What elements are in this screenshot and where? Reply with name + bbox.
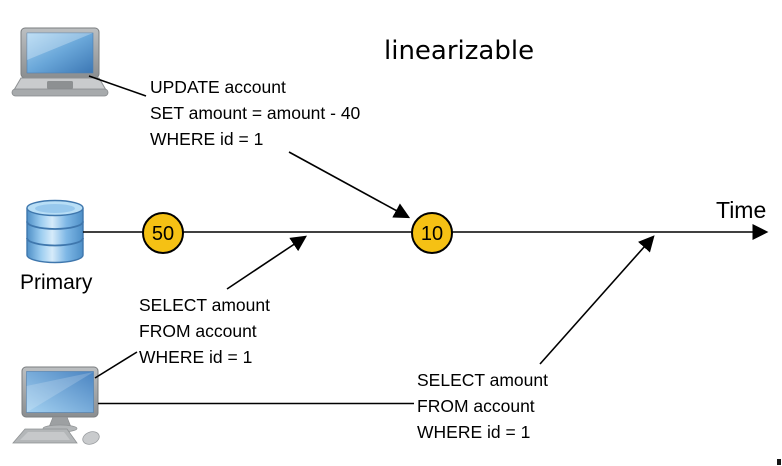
database-body — [26, 208, 84, 264]
event-value-50: 50 — [152, 223, 174, 245]
desktop-mouse — [82, 431, 100, 445]
update-query-line-2: SET amount = amount - 40 — [150, 103, 361, 123]
select2-query-line-2: FROM account — [417, 396, 535, 416]
update-query-text: UPDATE account SET amount = amount - 40 … — [150, 77, 361, 149]
select1-query-line-1: SELECT amount — [139, 295, 270, 315]
event-value-10: 10 — [421, 223, 443, 245]
laptop-display-gloss — [27, 33, 93, 60]
desktop-display — [26, 371, 94, 413]
select2-arrow — [539, 235, 655, 365]
select1-arrow — [226, 235, 307, 290]
laptop-base-bottom — [11, 88, 109, 97]
event-circle-50-shape — [142, 212, 184, 254]
desktop-to-select1-connector — [94, 351, 138, 379]
database-separator-1 — [26, 221, 84, 230]
update-query-line-1: UPDATE account — [150, 77, 286, 97]
laptop-to-update-connector — [88, 75, 147, 97]
select2-query-line-1: SELECT amount — [417, 370, 548, 390]
desktop-computer-icon — [12, 366, 100, 445]
update-arrow — [288, 151, 411, 219]
time-axis-label: Time — [716, 197, 766, 223]
event-circle-10-shape — [411, 212, 453, 254]
database-separator-2 — [26, 237, 84, 247]
desktop-display-gloss — [26, 372, 94, 413]
database-top-inner — [35, 204, 75, 213]
corner-artifact — [777, 459, 781, 465]
select1-query-text: SELECT amount FROM account WHERE id = 1 — [139, 295, 270, 367]
diagram-title: linearizable — [384, 36, 534, 66]
primary-label: Primary — [20, 271, 93, 294]
select2-query-line-3: WHERE id = 1 — [417, 422, 530, 442]
laptop-display — [26, 32, 94, 74]
select1-query-line-3: WHERE id = 1 — [139, 347, 252, 367]
event-circle-50: 50 — [142, 212, 184, 254]
update-query-line-3: WHERE id = 1 — [150, 129, 263, 149]
laptop-icon — [11, 27, 109, 97]
database-cylinder-icon — [26, 199, 84, 264]
laptop-trackpad — [47, 81, 73, 89]
select2-query-text: SELECT amount FROM account WHERE id = 1 — [417, 370, 548, 442]
select1-query-line-2: FROM account — [139, 321, 257, 341]
desktop-keyboard-keys — [20, 432, 70, 440]
event-circle-10: 10 — [411, 212, 453, 254]
